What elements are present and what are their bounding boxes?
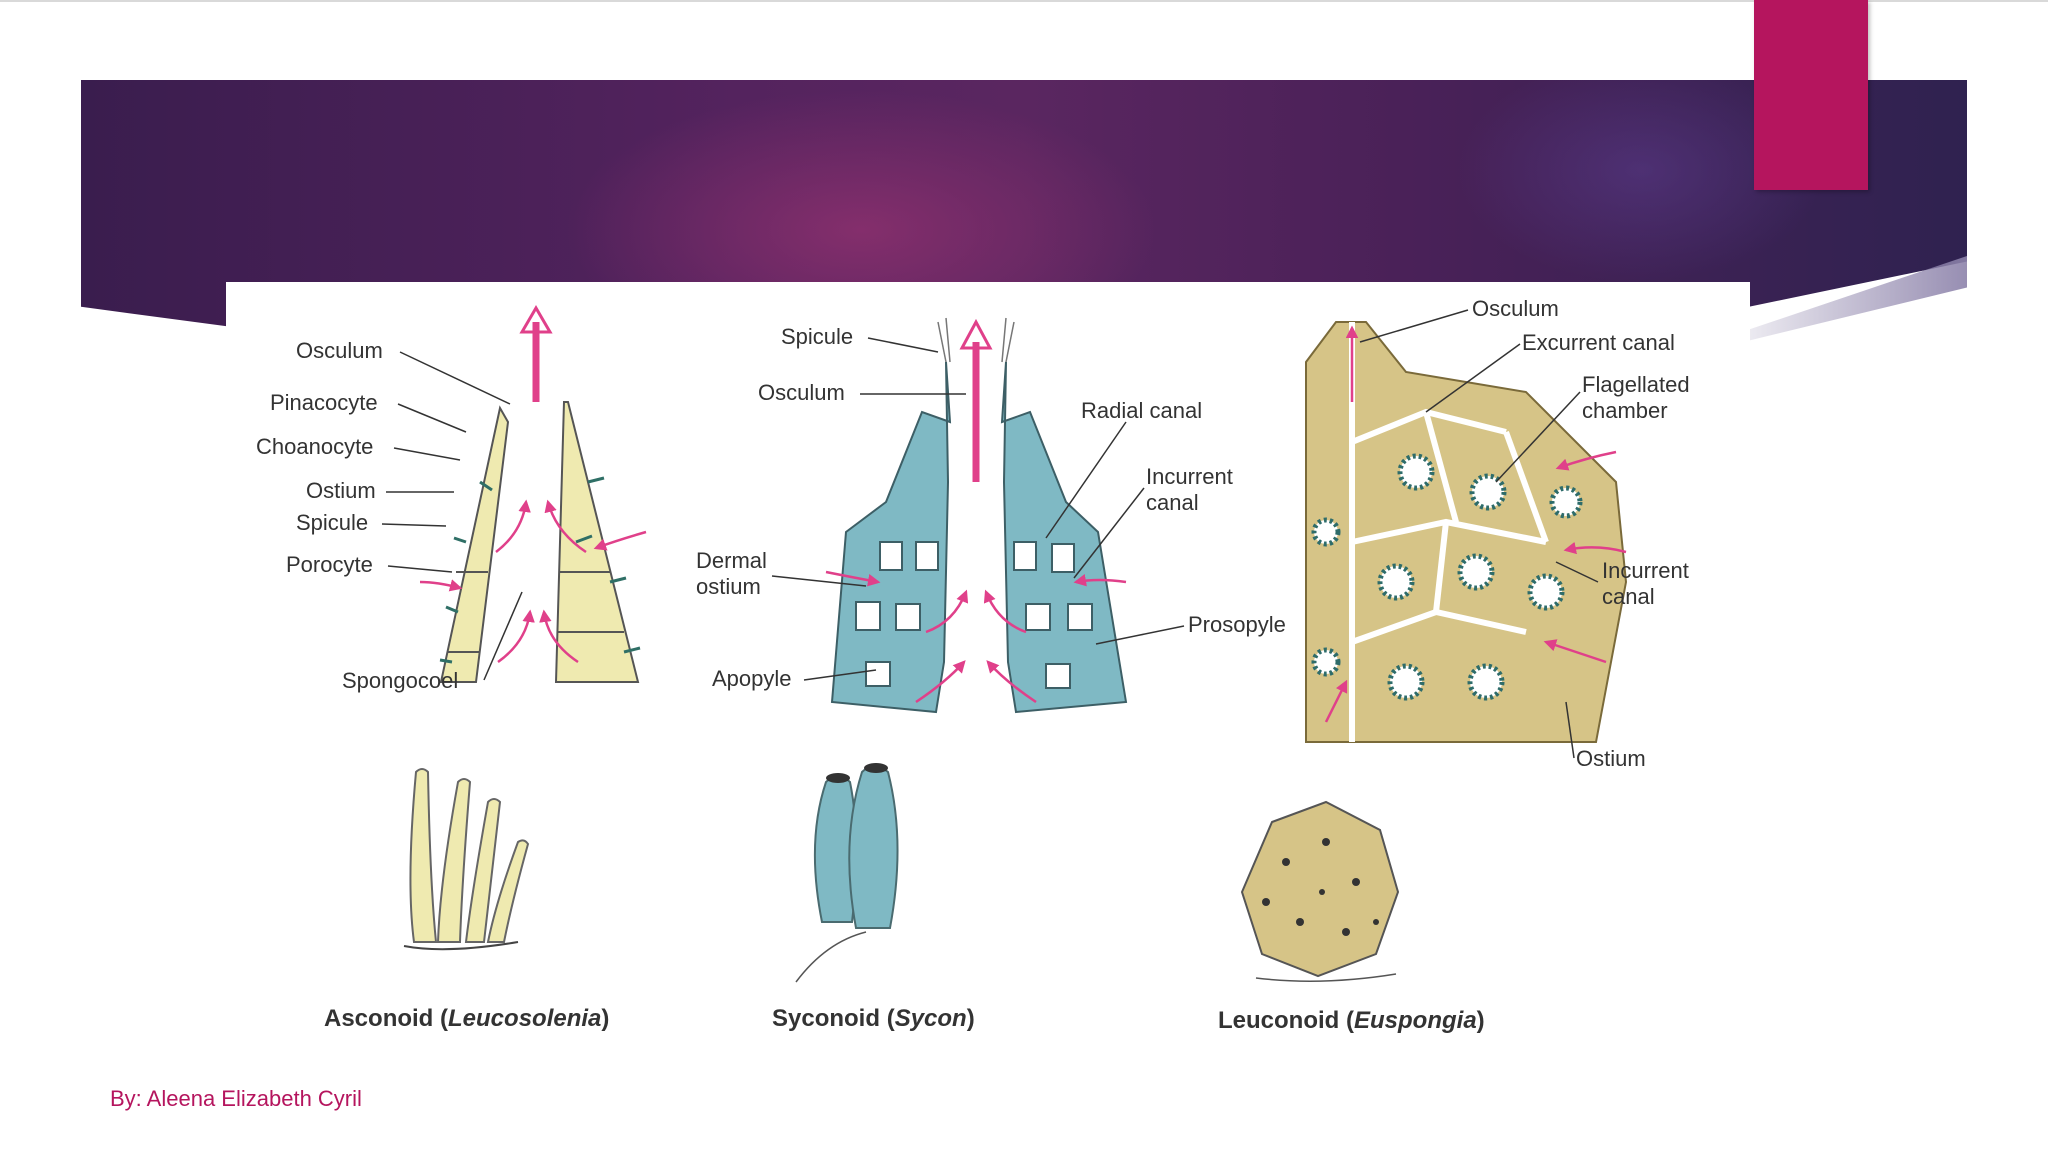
caption-syconoid: Syconoid (Sycon): [772, 1005, 975, 1032]
euspongia-specimen-illustration: [1240, 800, 1400, 982]
label-leuconoid-flagellated-chamber-line2: chamber: [1582, 398, 1668, 423]
label-asconoid-choanocyte: Choanocyte: [256, 434, 373, 459]
label-asconoid-pinacocyte: Pinacocyte: [270, 390, 378, 415]
label-leuconoid-excurrent-canal: Excurrent canal: [1522, 330, 1675, 355]
syconoid-labels: Spicule Osculum Radial canal Incurrent c…: [696, 324, 1286, 691]
asconoid-leader-lines: [381, 351, 523, 681]
label-leuconoid-ostium: Ostium: [1576, 746, 1646, 771]
diagram-svg: Osculum Pinacocyte Choanocyte Ostium Spi…: [256, 296, 1690, 1034]
label-syconoid-dermal-ostium-line2: ostium: [696, 574, 761, 599]
leuconoid-leader-lines: [1359, 309, 1599, 759]
label-syconoid-spicule: Spicule: [781, 324, 853, 349]
leucosolenia-specimen-illustration: [403, 768, 530, 951]
leuconoid-labels: Osculum Excurrent canal Flagellated cham…: [1472, 296, 1690, 771]
label-syconoid-prosopyle: Prosopyle: [1188, 612, 1286, 637]
top-divider-line: [0, 0, 2048, 2]
label-syconoid-apopyle: Apopyle: [712, 666, 792, 691]
label-syconoid-radial-canal: Radial canal: [1081, 398, 1202, 423]
syconoid-leader-lines: [771, 337, 1185, 681]
captions: Asconoid (Leucosolenia) Syconoid (Sycon)…: [324, 1005, 1485, 1034]
syconoid-body-illustration: [825, 317, 1128, 714]
label-syconoid-osculum: Osculum: [758, 380, 845, 405]
label-asconoid-osculum: Osculum: [296, 338, 383, 363]
label-leuconoid-osculum: Osculum: [1472, 296, 1559, 321]
label-syconoid-dermal-ostium-line1: Dermal: [696, 548, 767, 573]
accent-tab: [1754, 0, 1868, 190]
label-syconoid-incurrent-canal-line2: canal: [1146, 490, 1199, 515]
leuconoid-section: Osculum Excurrent canal Flagellated cham…: [1305, 296, 1690, 771]
label-asconoid-porocyte: Porocyte: [286, 552, 373, 577]
label-asconoid-spongocoel: Spongocoel: [342, 668, 458, 693]
caption-leuconoid: Leuconoid (Euspongia): [1218, 1007, 1485, 1034]
caption-asconoid: Asconoid (Leucosolenia): [324, 1005, 609, 1032]
asconoid-labels: Osculum Pinacocyte Choanocyte Ostium Spi…: [256, 338, 458, 693]
sponge-canal-systems-diagram: Osculum Pinacocyte Choanocyte Ostium Spi…: [226, 282, 1750, 1052]
label-syconoid-incurrent-canal-line1: Incurrent: [1146, 464, 1233, 489]
label-leuconoid-flagellated-chamber-line1: Flagellated: [1582, 372, 1690, 397]
label-asconoid-ostium: Ostium: [306, 478, 376, 503]
label-asconoid-spicule: Spicule: [296, 510, 368, 535]
label-leuconoid-incurrent-canal-line2: canal: [1602, 584, 1655, 609]
footer-credit: By: Aleena Elizabeth Cyril: [110, 1086, 362, 1111]
leuconoid-body-illustration: [1305, 321, 1628, 743]
asconoid-body-illustration: [419, 305, 647, 683]
asconoid-section: Osculum Pinacocyte Choanocyte Ostium Spi…: [256, 305, 647, 693]
sycon-specimen-illustration: [795, 763, 899, 983]
label-leuconoid-incurrent-canal-line1: Incurrent: [1602, 558, 1689, 583]
syconoid-section: Spicule Osculum Radial canal Incurrent c…: [696, 317, 1286, 714]
